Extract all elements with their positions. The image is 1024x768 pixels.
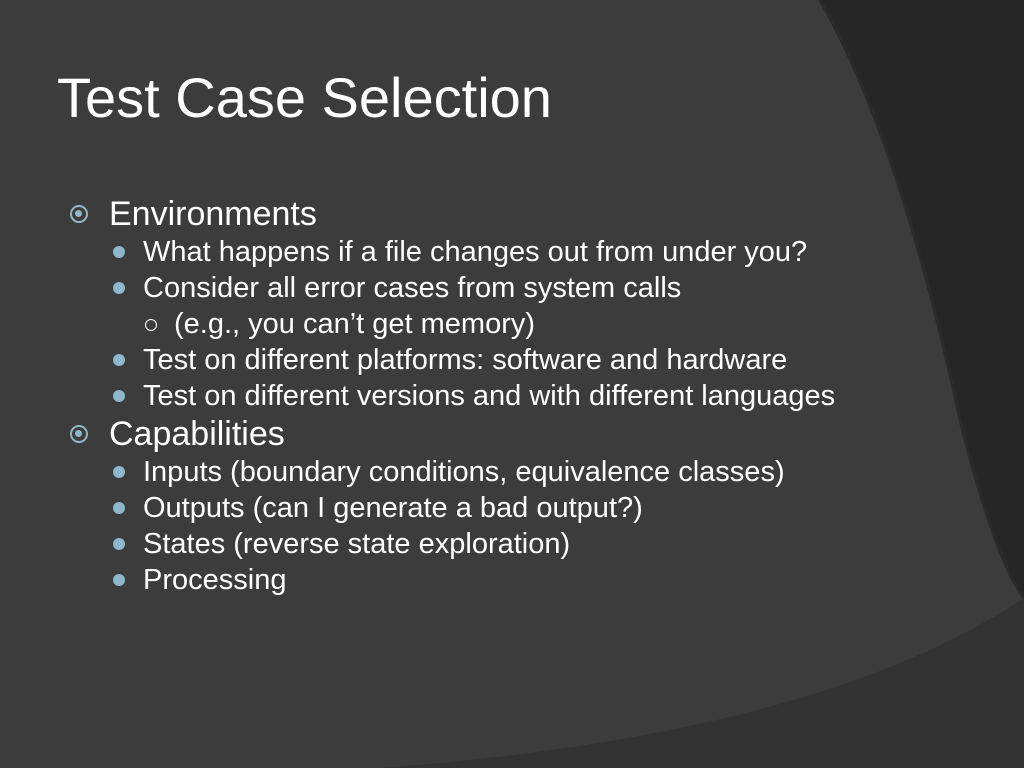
section-environments: Environments xyxy=(64,194,1014,234)
hollow-circle-bullet-icon xyxy=(145,319,157,331)
dot-bullet-icon xyxy=(113,354,125,366)
dot-bullet-icon xyxy=(113,466,125,478)
list-item: Test on different platforms: software an… xyxy=(64,342,1014,378)
section-label: Capabilities xyxy=(109,415,285,453)
circle-bullet-icon xyxy=(70,205,88,223)
dot-bullet-icon xyxy=(113,538,125,550)
dot-bullet-icon xyxy=(113,246,125,258)
list-item-text: Outputs (can I generate a bad output?) xyxy=(143,492,643,524)
slide-title: Test Case Selection xyxy=(57,66,552,129)
section-label: Environments xyxy=(109,195,317,233)
dot-bullet-icon xyxy=(113,502,125,514)
list-item: Processing xyxy=(64,562,1014,598)
list-item-text: Consider all error cases from system cal… xyxy=(143,272,682,304)
sub-list-item: (e.g., you can’t get memory) xyxy=(64,306,1014,342)
dot-bullet-icon xyxy=(113,574,125,586)
section-capabilities: Capabilities xyxy=(64,414,1014,454)
list-item-text: Test on different versions and with diff… xyxy=(143,380,836,412)
list-item-text: Test on different platforms: software an… xyxy=(143,344,788,376)
list-item: What happens if a file changes out from … xyxy=(64,234,1014,270)
circle-bullet-icon xyxy=(70,425,88,443)
background-accent-curve xyxy=(818,0,1024,599)
list-item-text: What happens if a file changes out from … xyxy=(143,236,808,268)
list-item: States (reverse state exploration) xyxy=(64,526,1014,562)
dot-bullet-icon xyxy=(113,390,125,402)
list-item-text: Inputs (boundary conditions, equivalence… xyxy=(143,456,785,488)
list-item: Test on different versions and with diff… xyxy=(64,378,1014,414)
list-item: Outputs (can I generate a bad output?) xyxy=(64,490,1014,526)
list-item: Consider all error cases from system cal… xyxy=(64,270,1014,306)
dot-bullet-icon xyxy=(113,282,125,294)
bullet-list: Environments What happens if a file chan… xyxy=(64,194,1014,598)
list-item: Inputs (boundary conditions, equivalence… xyxy=(64,454,1014,490)
sub-list-item-text: (e.g., you can’t get memory) xyxy=(174,308,536,340)
background-corner-shape xyxy=(380,598,1024,768)
list-item-text: Processing xyxy=(143,564,287,596)
list-item-text: States (reverse state exploration) xyxy=(143,528,571,560)
